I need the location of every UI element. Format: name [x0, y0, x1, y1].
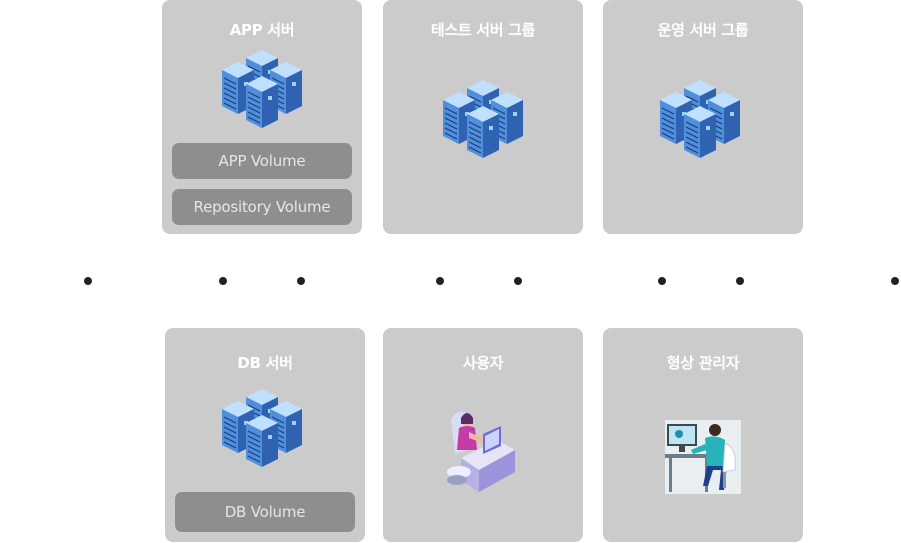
db-server-title: DB 서버	[237, 354, 293, 372]
app-volume: APP Volume	[172, 143, 352, 179]
connector-dot	[436, 277, 444, 285]
db-server-card: DB 서버 DB Volume	[165, 328, 365, 542]
app-server-title: APP 서버	[229, 21, 295, 39]
connector-dot	[891, 277, 899, 285]
test-server-group-card: 테스트 서버 그룹	[383, 0, 583, 234]
server-cluster-icon	[660, 80, 740, 160]
user-at-desk-icon	[447, 411, 515, 492]
user-card: 사용자	[383, 328, 583, 542]
app-server-card: APP 서버 APP Volume Repository Volume	[162, 0, 362, 234]
config-manager-title: 형상 관리자	[666, 354, 740, 372]
connector-dot	[736, 277, 744, 285]
connector-dot	[219, 277, 227, 285]
connector-dot	[658, 277, 666, 285]
connector-dot	[297, 277, 305, 285]
repository-volume: Repository Volume	[172, 189, 352, 225]
person-at-computer-icon	[665, 420, 741, 494]
config-manager-card: 형상 관리자	[603, 328, 803, 542]
test-server-group-title: 테스트 서버 그룹	[430, 21, 536, 39]
server-cluster-icon	[222, 50, 302, 130]
prod-server-group-title: 운영 서버 그룹	[657, 21, 749, 39]
user-title: 사용자	[462, 354, 504, 372]
server-cluster-icon	[443, 80, 523, 160]
connector-dot	[514, 277, 522, 285]
prod-server-group-card: 운영 서버 그룹	[603, 0, 803, 234]
server-cluster-icon	[222, 389, 302, 469]
db-volume: DB Volume	[175, 492, 355, 532]
connector-dot	[84, 277, 92, 285]
